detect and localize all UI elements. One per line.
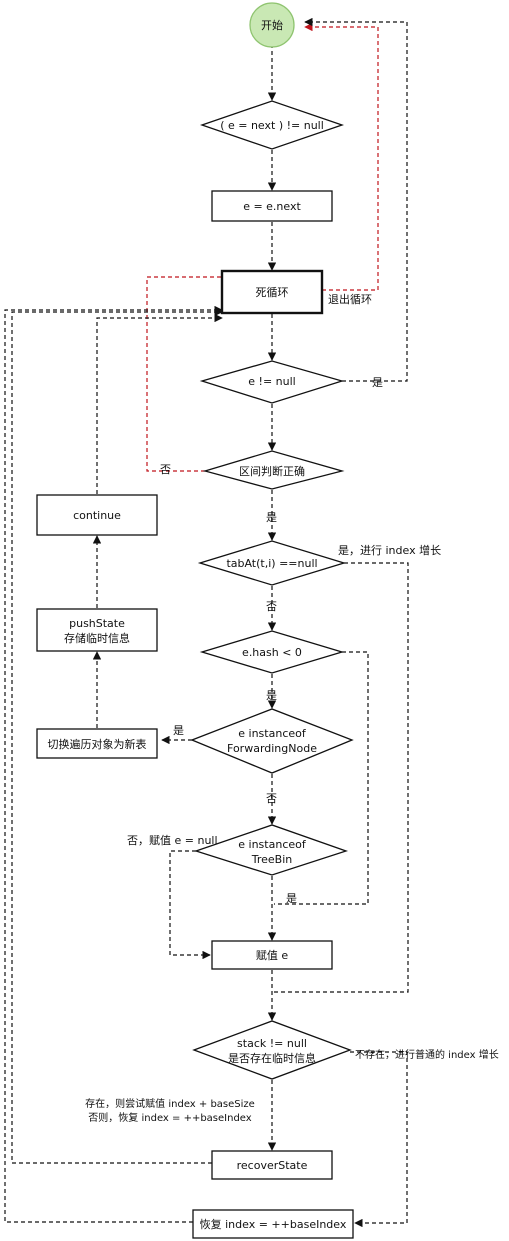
edge-loop-exit-to-start (304, 22, 379, 291)
assign-e-node: 赋值 e (211, 940, 333, 970)
cond-tabat-node: tabAt(t,i) ==null (197, 540, 347, 586)
switch-table-node: 切换遍历对象为新表 (36, 728, 158, 759)
label-stack-yes-1: 存在，则尝试赋值 index + baseSize (85, 1097, 255, 1110)
cond-fwd-label-2: ForwardingNode (227, 742, 317, 755)
restore-index-label: 恢复 index = ++baseIndex (200, 1217, 347, 1231)
edge-continue-to-loop (96, 313, 223, 494)
label-tabat-yes: 是，进行 index 增长 (338, 543, 441, 557)
assign-next-node: e = e.next (211, 190, 333, 222)
cond-stack-label-2: 是否存在临时信息 (228, 1051, 316, 1065)
push-state-label-1: pushState (69, 617, 125, 630)
cond-next-node: ( e = next ) != null (199, 100, 345, 150)
edge-tabat-yes-to-stack (274, 562, 409, 993)
label-exit-loop: 退出循环 (328, 292, 372, 306)
label-stack-yes-2: 否则，恢复 index = ++baseIndex (88, 1111, 251, 1124)
label-hash-yes: 是 (266, 689, 277, 702)
cond-range-label: 区间判断正确 (239, 464, 305, 478)
edge-restore-to-loop (4, 305, 223, 1223)
cond-stack-node: stack != null 是否存在临时信息 (192, 1020, 352, 1080)
switch-table-label: 切换遍历对象为新表 (48, 737, 147, 751)
cond-tabat-label: tabAt(t,i) ==null (226, 557, 317, 570)
edge-range-no-to-loop (146, 272, 233, 472)
recover-state-node: recoverState (211, 1150, 333, 1180)
continue-label: continue (73, 509, 121, 522)
label-fwd-yes: 是 (173, 724, 184, 737)
edge-stack-no-to-restore (350, 1051, 408, 1228)
cond-treebin-node: e instanceof TreeBin (193, 824, 349, 876)
label-yes-range: 是 (266, 511, 277, 524)
assign-next-label: e = e.next (243, 200, 301, 213)
restore-index-node: 恢复 index = ++baseIndex (192, 1209, 354, 1239)
push-state-node: pushState 存储临时信息 (36, 608, 158, 652)
cond-e-node: e != null (199, 360, 345, 404)
edges (4, 17, 409, 1228)
start-label: 开始 (261, 18, 283, 32)
edge-recover-to-loop (11, 307, 223, 1164)
cond-e-label: e != null (248, 375, 295, 388)
cond-fwd-label-1: e instanceof (238, 727, 307, 740)
start-node: 开始 (249, 2, 295, 48)
cond-next-label: ( e = next ) != null (220, 119, 324, 132)
cond-stack-label-1: stack != null (237, 1037, 307, 1050)
label-tabat-no: 否 (266, 600, 277, 613)
cond-treebin-label-1: e instanceof (238, 838, 307, 851)
edge-labels: 退出循环 是 否 是 是，进行 index 增长 否 是 是 否 否，赋值 e … (85, 292, 499, 1124)
cond-fwd-node: e instanceof ForwardingNode (190, 708, 354, 774)
continue-node: continue (36, 494, 158, 536)
cond-range-node: 区间判断正确 (202, 450, 345, 490)
assign-e-label: 赋值 e (256, 949, 288, 962)
loop-node: 死循环 (220, 269, 324, 315)
cond-treebin-label-2: TreeBin (251, 853, 293, 866)
label-treebin-yes: 是 (286, 892, 297, 905)
recover-state-label: recoverState (237, 1159, 308, 1172)
label-stack-no: 不存在，进行普通的 index 增长 (355, 1048, 499, 1061)
label-no-range: 否 (160, 463, 171, 476)
label-treebin-no: 否，赋值 e = null (127, 834, 218, 847)
cond-hash-node: e.hash < 0 (199, 630, 345, 674)
label-yes-exit: 是 (372, 376, 383, 389)
cond-hash-label: e.hash < 0 (242, 646, 302, 659)
loop-label: 死循环 (256, 286, 289, 299)
push-state-label-2: 存储临时信息 (64, 631, 130, 645)
edge-hash-no-to-assign-e (274, 651, 369, 905)
edge-treebin-no-to-assign-e (169, 850, 211, 960)
label-fwd-no: 否 (266, 792, 277, 805)
